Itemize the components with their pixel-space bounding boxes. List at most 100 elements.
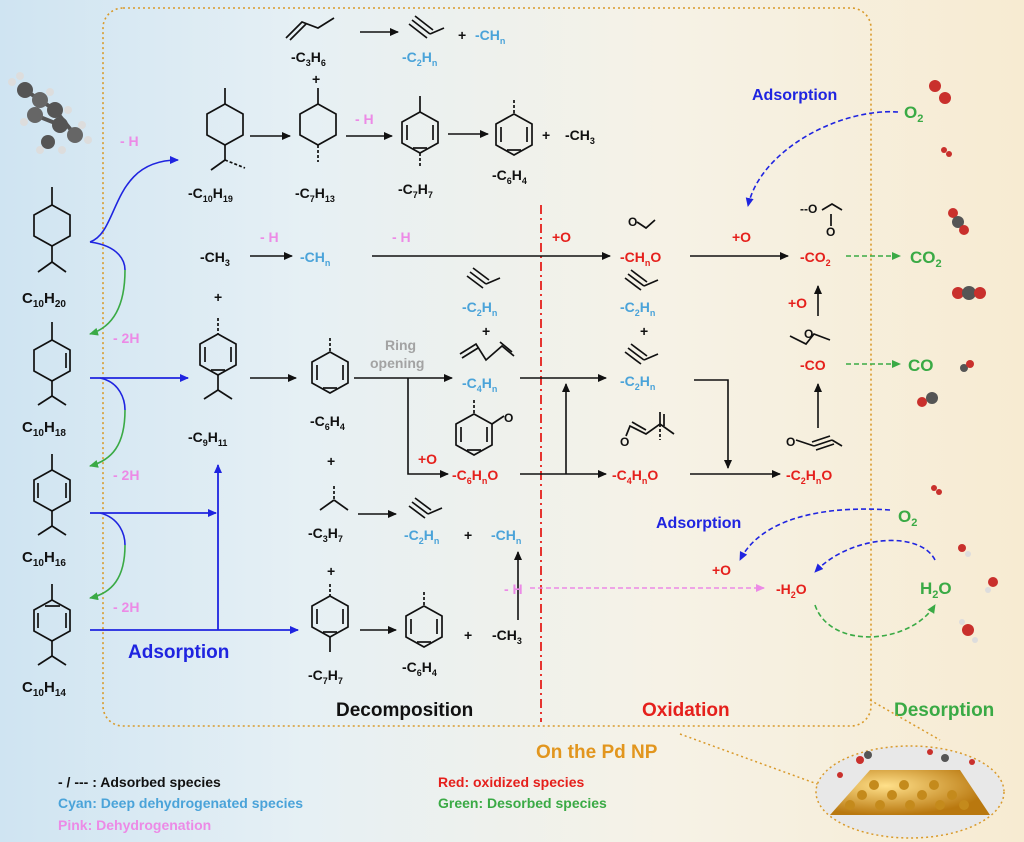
- species-c2hn-c: -C2Hn: [620, 373, 655, 392]
- reactant-formula-c10h14: C10H14: [22, 679, 66, 699]
- molecule-acetylene-a: [466, 267, 501, 289]
- svg-text:O: O: [628, 215, 637, 229]
- label-plus-o-2: +O: [732, 229, 751, 245]
- svg-text:--O: --O: [800, 202, 817, 216]
- species-c4hn: -C4Hn: [462, 375, 497, 394]
- arrow-adsorb-c10h20: [89, 241, 126, 271]
- svg-text:O: O: [804, 327, 813, 341]
- molecule-acetylene-b: [624, 269, 659, 291]
- molecule-acetylene-c: [624, 343, 659, 365]
- reactant-formula-c10h18: C10H18: [22, 419, 66, 439]
- species-c3h6: -C3H6: [291, 49, 326, 68]
- label-co-gas: CO: [908, 356, 934, 375]
- molecule-3d-model: [8, 72, 92, 154]
- molecule-c2hno: O: [786, 435, 843, 451]
- plus-ch3-bot: +: [464, 627, 472, 643]
- species-co2-ads: -CO2: [800, 249, 831, 268]
- legend-pink: Pink: Dehydrogenation: [58, 817, 211, 833]
- molecule-c10h18: [33, 322, 71, 406]
- label-ring-opening-2: opening: [370, 355, 424, 371]
- molecule-c7h13: [299, 88, 337, 162]
- label-plus-o-4: +O: [788, 295, 807, 311]
- species-c2hn-top: -C2Hn: [402, 49, 437, 68]
- molecule-acetylene-d: [408, 497, 443, 519]
- pd-nanoparticle-illustration: [679, 699, 1005, 839]
- species-chn-top: -CHn: [475, 27, 505, 46]
- arrow-dehydrogenation-top: [89, 156, 179, 243]
- label-oxidation: Oxidation: [642, 700, 730, 721]
- molecule-co2-ads: --O O: [800, 202, 843, 239]
- species-ch3-top: -CH3: [565, 127, 595, 146]
- species-c9h11: -C9H11: [188, 429, 227, 448]
- label-minus-h-5: - H: [504, 581, 523, 597]
- label-minus-h-1: - H: [120, 133, 139, 149]
- label-minus-h-4: - H: [392, 229, 411, 245]
- molecule-c10h16: [33, 454, 71, 536]
- molecule-c7h7-bot: [311, 584, 349, 652]
- molecule-chno: O: [628, 215, 656, 230]
- plus-c7h7-bot: +: [327, 563, 335, 579]
- species-c3h7: -C3H7: [308, 525, 343, 544]
- species-c2hn-d: -C2Hn: [404, 527, 439, 546]
- species-c2hno: -C2HnO: [786, 467, 832, 486]
- svg-text:O: O: [826, 225, 835, 239]
- plus-c3h7: +: [327, 453, 335, 469]
- molecule-c9h11: [199, 318, 237, 400]
- species-c2hn-b: -C2Hn: [620, 299, 655, 318]
- label-adsorption-main: Adsorption: [128, 642, 229, 663]
- species-c7h7-top: -C7H7: [398, 181, 433, 200]
- label-on-the-pd-np: On the Pd NP: [536, 742, 658, 763]
- species-c6h4-top: -C6H4: [492, 167, 527, 186]
- svg-text:O: O: [786, 435, 795, 449]
- arrow-adsorb-c10h16: [99, 512, 126, 546]
- plus-chn-d: +: [464, 527, 472, 543]
- molecule-c4hno: O: [620, 412, 675, 449]
- arrow-h2o-to-o: [814, 539, 936, 573]
- legend-red: Red: oxidized species: [438, 774, 584, 790]
- label-minus-h-2: - H: [355, 111, 374, 127]
- species-c7h7-bot: -C7H7: [308, 667, 343, 686]
- label-minus-2h-3: - 2H: [113, 599, 139, 615]
- gas-molecules: [917, 80, 998, 643]
- species-h2o-ads: -H2O: [776, 581, 807, 600]
- reactant-formula-c10h20: C10H20: [22, 290, 66, 310]
- molecule-c10h14: [33, 584, 71, 666]
- species-chn-mid: -CHn: [300, 249, 330, 268]
- label-o2-top: O2: [904, 103, 923, 125]
- label-minus-2h-1: - 2H: [113, 330, 139, 346]
- molecule-butadiene: [459, 341, 515, 362]
- species-c2hn-a: -C2Hn: [462, 299, 497, 318]
- reactant-formula-c10h16: C10H16: [22, 549, 66, 569]
- label-co2-gas: CO2: [910, 248, 942, 270]
- molecule-c10h20: [33, 187, 71, 273]
- label-ring-opening-1: Ring: [385, 337, 416, 353]
- molecule-c6hno: [455, 400, 505, 456]
- plus-c2hn-c: +: [640, 323, 648, 339]
- legend-green: Green: Desorbed species: [438, 795, 607, 811]
- species-c6hno: -C6HnO: [452, 467, 498, 486]
- arrow-ring-to-c6hno: [407, 378, 449, 478]
- label-o2-bottom: O2: [898, 507, 917, 529]
- plus-top: +: [458, 27, 466, 43]
- arrow-o2-top-adsorb: [745, 111, 899, 207]
- molecule-co-ads: O: [789, 327, 831, 346]
- label-minus-2h-2: - 2H: [113, 467, 139, 483]
- label-adsorption-o2-top: Adsorption: [752, 87, 837, 104]
- molecule-propene: [285, 17, 335, 41]
- species-co-ads: -CO: [800, 357, 826, 373]
- molecule-c6h4-top: [495, 100, 533, 156]
- label-adsorption-o2-bottom: Adsorption: [656, 515, 741, 532]
- molecule-c3h7: [319, 486, 349, 511]
- arrow-2h-3: [89, 544, 126, 601]
- label-desorption: Desorption: [894, 700, 994, 721]
- species-ch3-bot: -CH3: [492, 627, 522, 646]
- molecule-c6h4-bot: [405, 592, 443, 648]
- species-c4hno: -C4HnO: [612, 467, 658, 486]
- species-c6h4-mid: -C6H4: [310, 413, 345, 432]
- plus-c4hn: +: [482, 323, 490, 339]
- pd-np-frame: [102, 7, 872, 727]
- species-ch3-mid: -CH3: [200, 249, 230, 268]
- species-chn-d: -CHn: [491, 527, 521, 546]
